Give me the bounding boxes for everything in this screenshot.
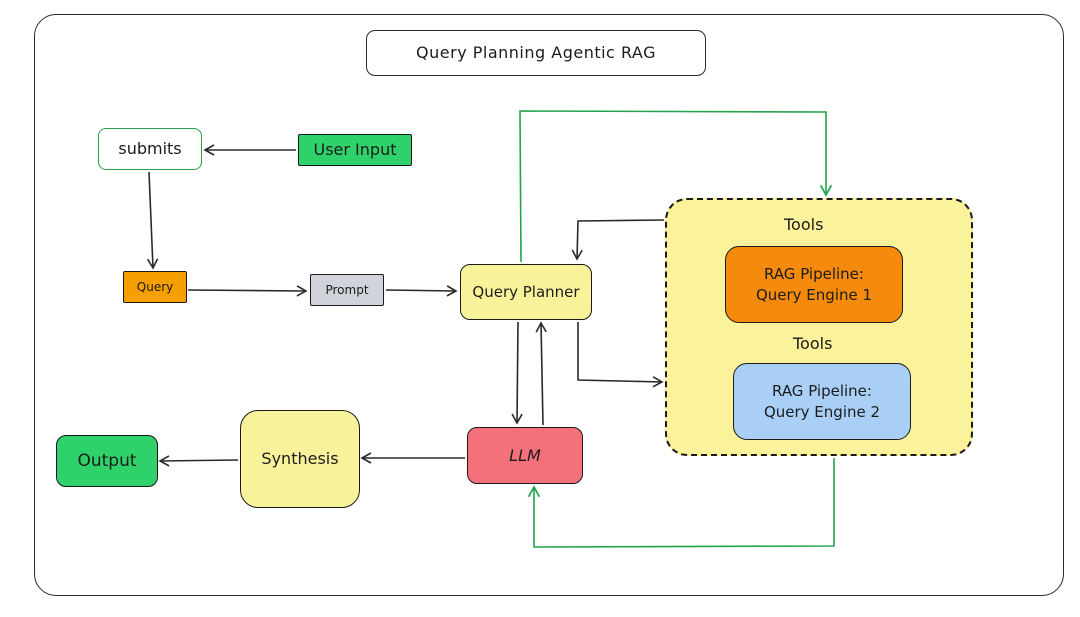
arrow-planner-to-llm: [511, 321, 523, 425]
node-synthesis: Synthesis: [240, 410, 360, 508]
node-query: Query: [123, 271, 187, 303]
node-query-engine-1: RAG Pipeline: Query Engine 1: [725, 246, 903, 323]
arrow-tools-to-planner: [571, 219, 665, 261]
node-query-planner: Query Planner: [460, 264, 592, 320]
node-output: Output: [56, 435, 158, 487]
arrow-planner-to-tools-lower: [577, 322, 664, 388]
arrow-tools-to-llm-green: [527, 458, 835, 548]
arrow-query-to-prompt: [187, 285, 308, 297]
arrow-prompt-to-planner: [385, 285, 458, 297]
arrow-planner-to-tools-green: [519, 110, 833, 263]
node-query-engine-2: RAG Pipeline: Query Engine 2: [733, 363, 911, 440]
node-prompt: Prompt: [310, 274, 384, 306]
tools-label-bottom: Tools: [793, 334, 833, 353]
diagram-title: Query Planning Agentic RAG: [366, 30, 706, 76]
arrow-llm-to-planner: [535, 321, 547, 426]
arrow-synthesis-to-output: [158, 455, 239, 467]
diagram-frame: [34, 14, 1064, 596]
tools-label-top: Tools: [784, 215, 824, 234]
node-submits: submits: [98, 128, 202, 170]
node-user-input: User Input: [298, 134, 412, 166]
arrow-submits-to-query: [146, 171, 159, 270]
node-llm: LLM: [467, 427, 583, 484]
